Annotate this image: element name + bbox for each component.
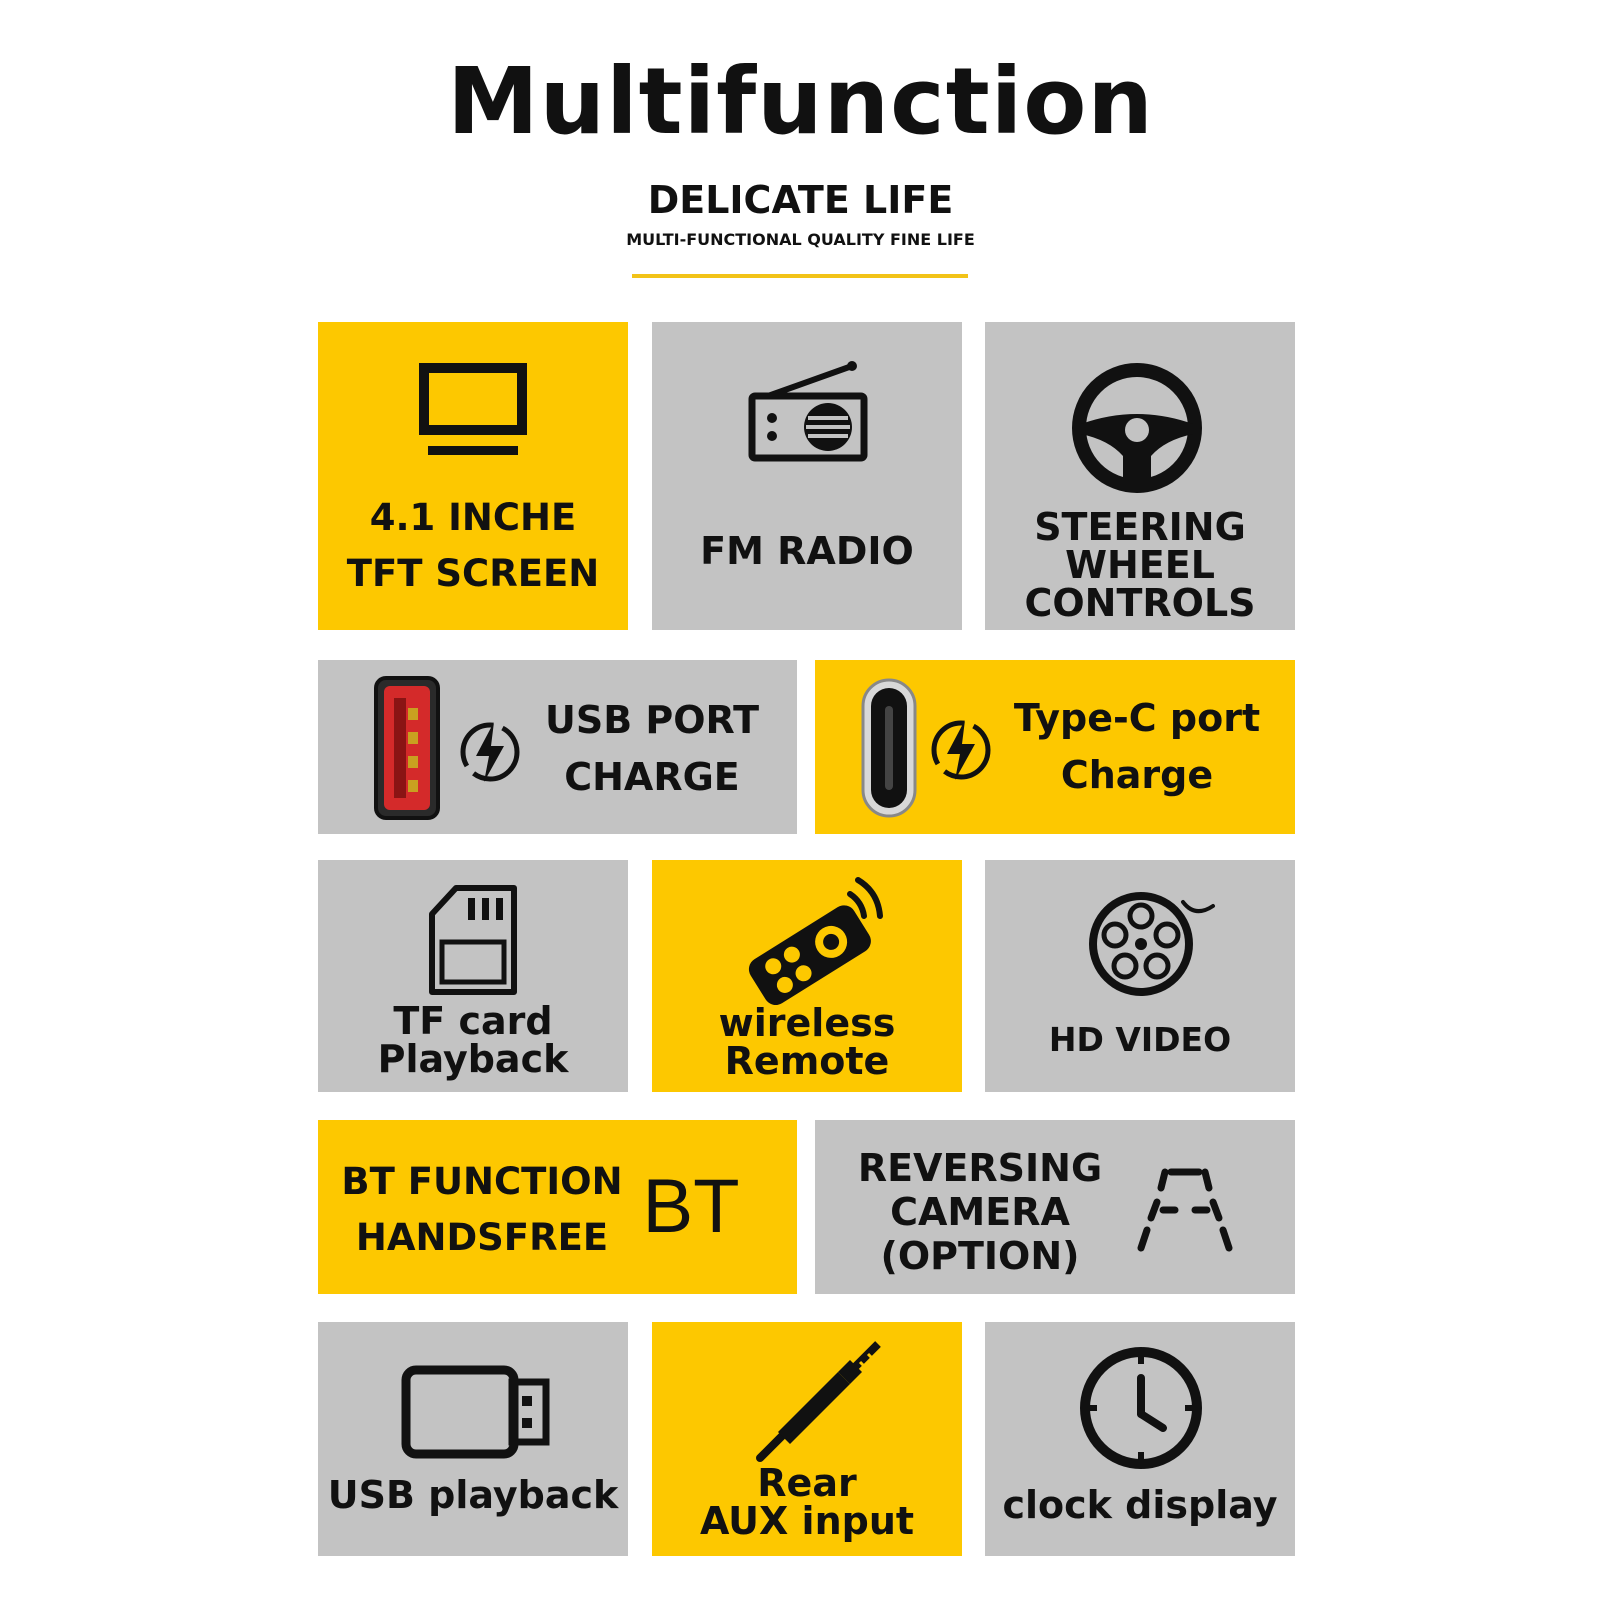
tile-rear-aux: Rear AUX input bbox=[652, 1322, 962, 1556]
tile-clock-display: clock display bbox=[985, 1322, 1295, 1556]
tile-hd-video-label: HD VIDEO bbox=[1048, 1020, 1232, 1059]
tile-type-c-charge-label: Type-C port Charge bbox=[1013, 696, 1261, 797]
tile-tft-screen: 4.1 INCHE TFT SCREEN bbox=[318, 322, 628, 630]
tile-hd-video: HD VIDEO bbox=[985, 860, 1295, 1092]
accent-divider bbox=[632, 274, 968, 278]
tile-steering-controls-label: STEERING WHEEL CONTROLS bbox=[1024, 505, 1256, 625]
usb-port-icon bbox=[374, 676, 440, 820]
tile-usb-charge: USB PORT CHARGE bbox=[318, 660, 797, 834]
parking-lines-icon bbox=[1137, 1168, 1233, 1252]
tile-tf-card-label: TF card Playback bbox=[377, 999, 569, 1081]
tile-tf-card: TF card Playback bbox=[318, 860, 628, 1092]
page-tagline: MULTI-FUNCTIONAL QUALITY FINE LIFE bbox=[626, 230, 975, 249]
bt-text-icon: BT bbox=[642, 1164, 740, 1249]
tile-wireless-remote-label: wireless Remote bbox=[718, 1001, 896, 1083]
tile-usb-playback: USB playback bbox=[318, 1322, 628, 1556]
remote-control-icon bbox=[748, 877, 883, 1006]
tile-usb-playback-label: USB playback bbox=[327, 1473, 619, 1517]
sd-card-icon bbox=[429, 885, 517, 995]
tile-fm-radio-label: FM RADIO bbox=[700, 529, 914, 573]
usb-stick-icon bbox=[401, 1365, 550, 1459]
tile-type-c-charge: Type-C port Charge bbox=[815, 660, 1295, 834]
tile-rear-aux-label: Rear AUX input bbox=[699, 1461, 915, 1543]
radio-icon bbox=[748, 361, 868, 462]
tile-fm-radio: FM RADIO bbox=[652, 322, 962, 630]
steering-wheel-icon bbox=[1072, 363, 1202, 493]
tile-usb-charge-label: USB PORT CHARGE bbox=[544, 698, 760, 799]
lightning-charge-icon bbox=[460, 722, 520, 782]
monitor-icon bbox=[419, 363, 527, 455]
film-reel-icon bbox=[1089, 892, 1215, 996]
tile-reversing-camera-label: REVERSING CAMERA (OPTION) bbox=[857, 1146, 1103, 1279]
tile-steering-controls: STEERING WHEEL CONTROLS bbox=[985, 322, 1295, 630]
tile-wireless-remote: wireless Remote bbox=[652, 860, 962, 1092]
aux-jack-icon bbox=[756, 1341, 881, 1462]
page-title: Multifunction bbox=[447, 48, 1154, 155]
lightning-charge-icon bbox=[931, 720, 991, 780]
tile-bt-handsfree-label: BT FUNCTION HANDSFREE bbox=[341, 1160, 623, 1259]
tile-bt-handsfree: BT FUNCTION HANDSFREE BT bbox=[318, 1120, 797, 1294]
page-subtitle: DELICATE LIFE bbox=[647, 178, 954, 222]
type-c-port-icon bbox=[861, 678, 917, 818]
tile-clock-display-label: clock display bbox=[1002, 1483, 1278, 1527]
clock-icon bbox=[1080, 1347, 1202, 1469]
tile-reversing-camera: REVERSING CAMERA (OPTION) bbox=[815, 1120, 1295, 1294]
tile-tft-screen-label: 4.1 INCHE TFT SCREEN bbox=[346, 496, 600, 595]
